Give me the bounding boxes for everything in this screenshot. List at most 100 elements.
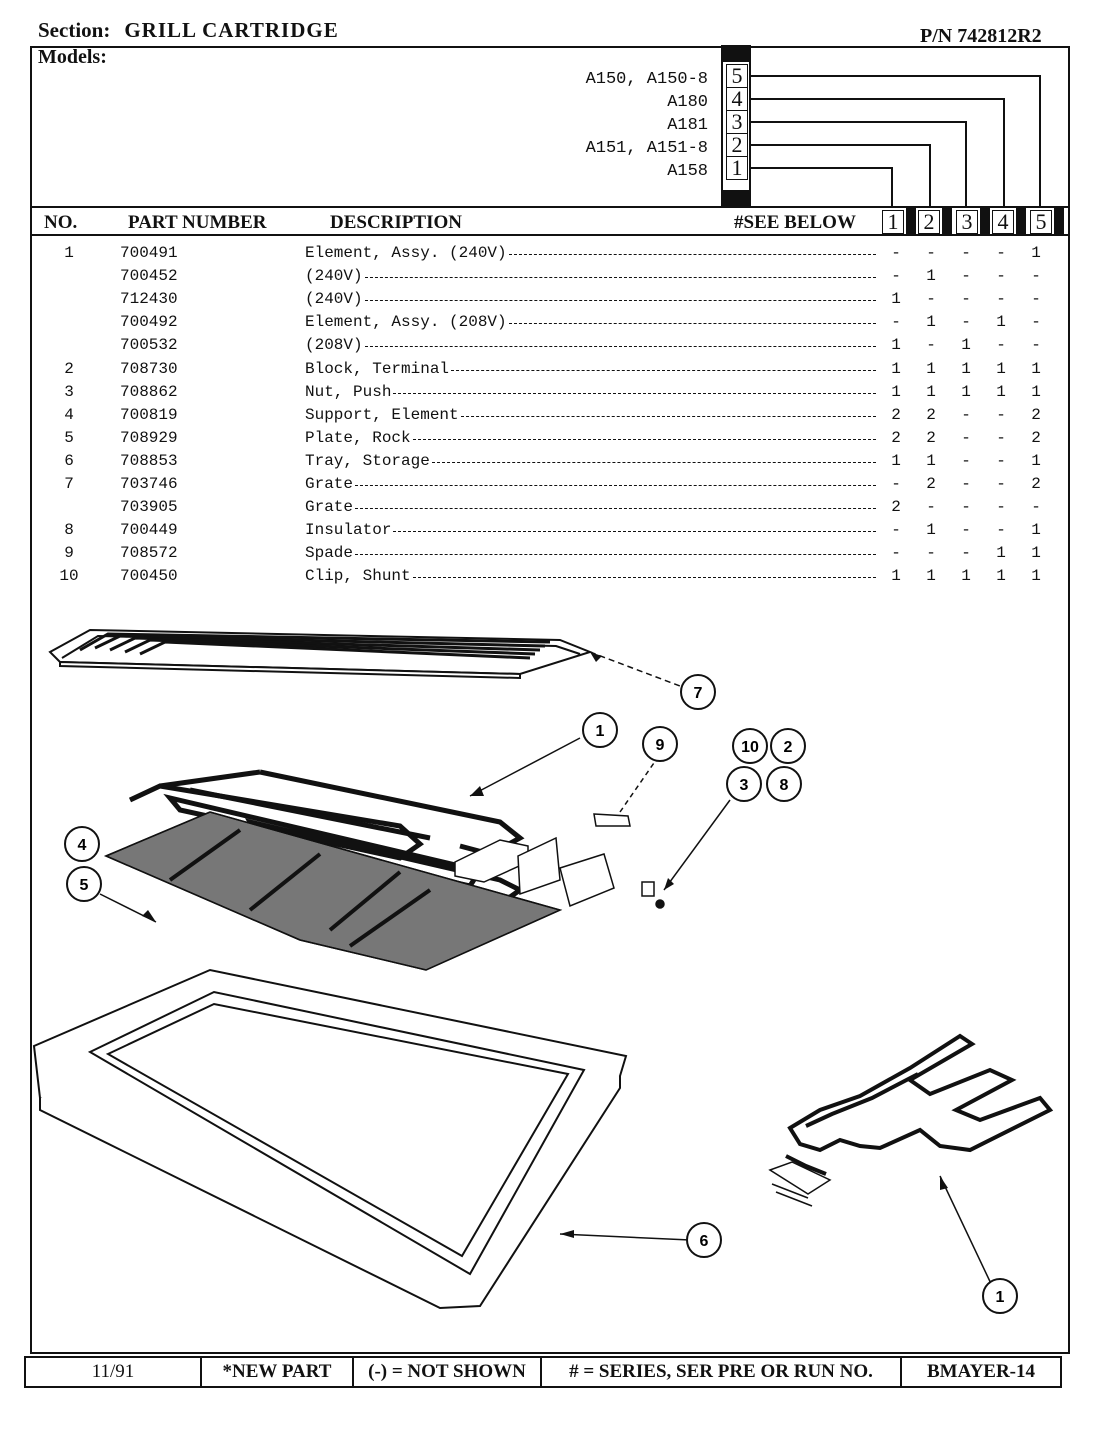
row-leader-dashes: [412, 438, 876, 440]
callout-circle: [64, 826, 100, 862]
col-header-divider: [1016, 208, 1026, 234]
row-qty-model-2: 1: [926, 382, 936, 401]
row-qty-model-4: 1: [996, 544, 1006, 563]
col-header-model-5: 5: [1030, 210, 1052, 234]
row-description: Spade: [305, 544, 354, 563]
row-qty-model-4: -: [996, 267, 1006, 286]
row-leader-dashes: [355, 554, 876, 556]
row-item-number: 3: [64, 382, 74, 401]
table-row: 712430(240V)1----: [0, 290, 1100, 312]
row-description: (240V): [305, 290, 363, 309]
row-description: Grate: [305, 498, 354, 517]
model-name: A158: [667, 162, 708, 181]
callout-circle: [680, 674, 716, 710]
row-qty-model-1: -: [891, 267, 901, 286]
row-item-number: 4: [64, 405, 74, 424]
row-qty-model-5: -: [1031, 498, 1041, 517]
row-qty-model-3: -: [961, 244, 971, 262]
col-header-part-number: PART NUMBER: [128, 212, 267, 233]
callout-number: 2: [784, 739, 793, 756]
row-qty-model-4: -: [996, 498, 1006, 517]
model-connector-line: [750, 75, 1041, 206]
row-qty-model-2: 2: [926, 475, 936, 493]
callout-circle: [686, 1222, 722, 1258]
col-header-divider: [1054, 208, 1064, 234]
row-qty-model-5: 2: [1031, 405, 1041, 424]
row-qty-model-1: -: [891, 313, 901, 332]
section-label: Section:: [38, 18, 111, 42]
row-qty-model-2: 1: [926, 521, 936, 540]
row-qty-model-2: 1: [926, 313, 936, 332]
row-qty-model-3: -: [961, 475, 971, 493]
row-qty-model-1: 2: [891, 498, 901, 517]
row-qty-model-3: -: [961, 451, 971, 470]
row-qty-model-4: 1: [996, 359, 1006, 378]
row-qty-model-5: 1: [1031, 521, 1041, 540]
col-header-model-1: 1: [882, 210, 904, 234]
models-label: Models:: [38, 46, 107, 68]
row-part-number: 700492: [120, 313, 178, 332]
row-qty-model-3: 1: [961, 382, 971, 401]
col-header-see-below: #SEE BELOW: [734, 212, 856, 233]
row-part-number: 700491: [120, 244, 178, 262]
row-qty-model-4: -: [996, 451, 1006, 470]
row-leader-dashes: [364, 277, 876, 279]
row-part-number: 708572: [120, 544, 178, 563]
row-qty-model-3: 1: [961, 336, 971, 355]
row-qty-model-5: -: [1031, 336, 1041, 355]
row-qty-model-4: 1: [996, 382, 1006, 401]
row-leader-dashes: [451, 369, 876, 371]
model-connector-line: [750, 144, 931, 206]
row-qty-model-3: -: [961, 498, 971, 517]
row-qty-model-2: 2: [926, 428, 936, 447]
row-part-number: 700819: [120, 405, 178, 424]
row-description: Support, Element: [305, 405, 459, 424]
row-qty-model-2: -: [926, 290, 936, 309]
row-part-number: 703746: [120, 475, 178, 493]
callout-number: 5: [80, 877, 89, 894]
row-leader-dashes: [364, 346, 876, 348]
row-qty-model-1: -: [891, 475, 901, 493]
storage-tray-drawing: [32, 968, 628, 1310]
callout-number: 10: [741, 739, 759, 756]
callout-number: 1: [596, 723, 605, 740]
part-number-header: P/N 742812R2: [920, 25, 1042, 47]
models-legend-lines: [721, 45, 1041, 207]
row-part-number: 708929: [120, 428, 178, 447]
footer-date: 11/91: [26, 1358, 202, 1386]
rock-plate-drawing: [104, 811, 563, 971]
row-qty-model-4: -: [996, 405, 1006, 424]
element-lower-terminals: [768, 1161, 832, 1207]
row-qty-model-5: -: [1031, 290, 1041, 309]
row-qty-model-3: -: [961, 521, 971, 540]
callout-number: 8: [780, 777, 789, 794]
table-row: 700532(208V)1-1--: [0, 336, 1100, 358]
callout-circle: [766, 766, 802, 802]
column-header-row: NO. PART NUMBER DESCRIPTION #SEE BELOW 1…: [30, 206, 1070, 236]
col-header-model-3: 3: [956, 210, 978, 234]
callout-circle: [770, 728, 806, 764]
model-name: A180: [667, 93, 708, 112]
row-part-number: 708853: [120, 451, 178, 470]
row-qty-model-5: 1: [1031, 451, 1041, 470]
row-qty-model-1: -: [891, 244, 901, 262]
row-leader-dashes: [355, 485, 876, 486]
row-qty-model-1: 1: [891, 290, 901, 309]
footer-bar: 11/91 *NEW PART (-) = NOT SHOWN # = SERI…: [24, 1356, 1062, 1388]
row-qty-model-1: 1: [891, 382, 901, 401]
col-header-divider: [906, 208, 916, 234]
model-number-box: 1: [726, 156, 748, 180]
model-number-box: 3: [726, 110, 748, 134]
row-qty-model-2: -: [926, 498, 936, 517]
row-part-number: 700452: [120, 267, 178, 286]
col-header-divider: [942, 208, 952, 234]
row-description: Tray, Storage: [305, 451, 430, 470]
row-description: Insulator: [305, 521, 392, 540]
